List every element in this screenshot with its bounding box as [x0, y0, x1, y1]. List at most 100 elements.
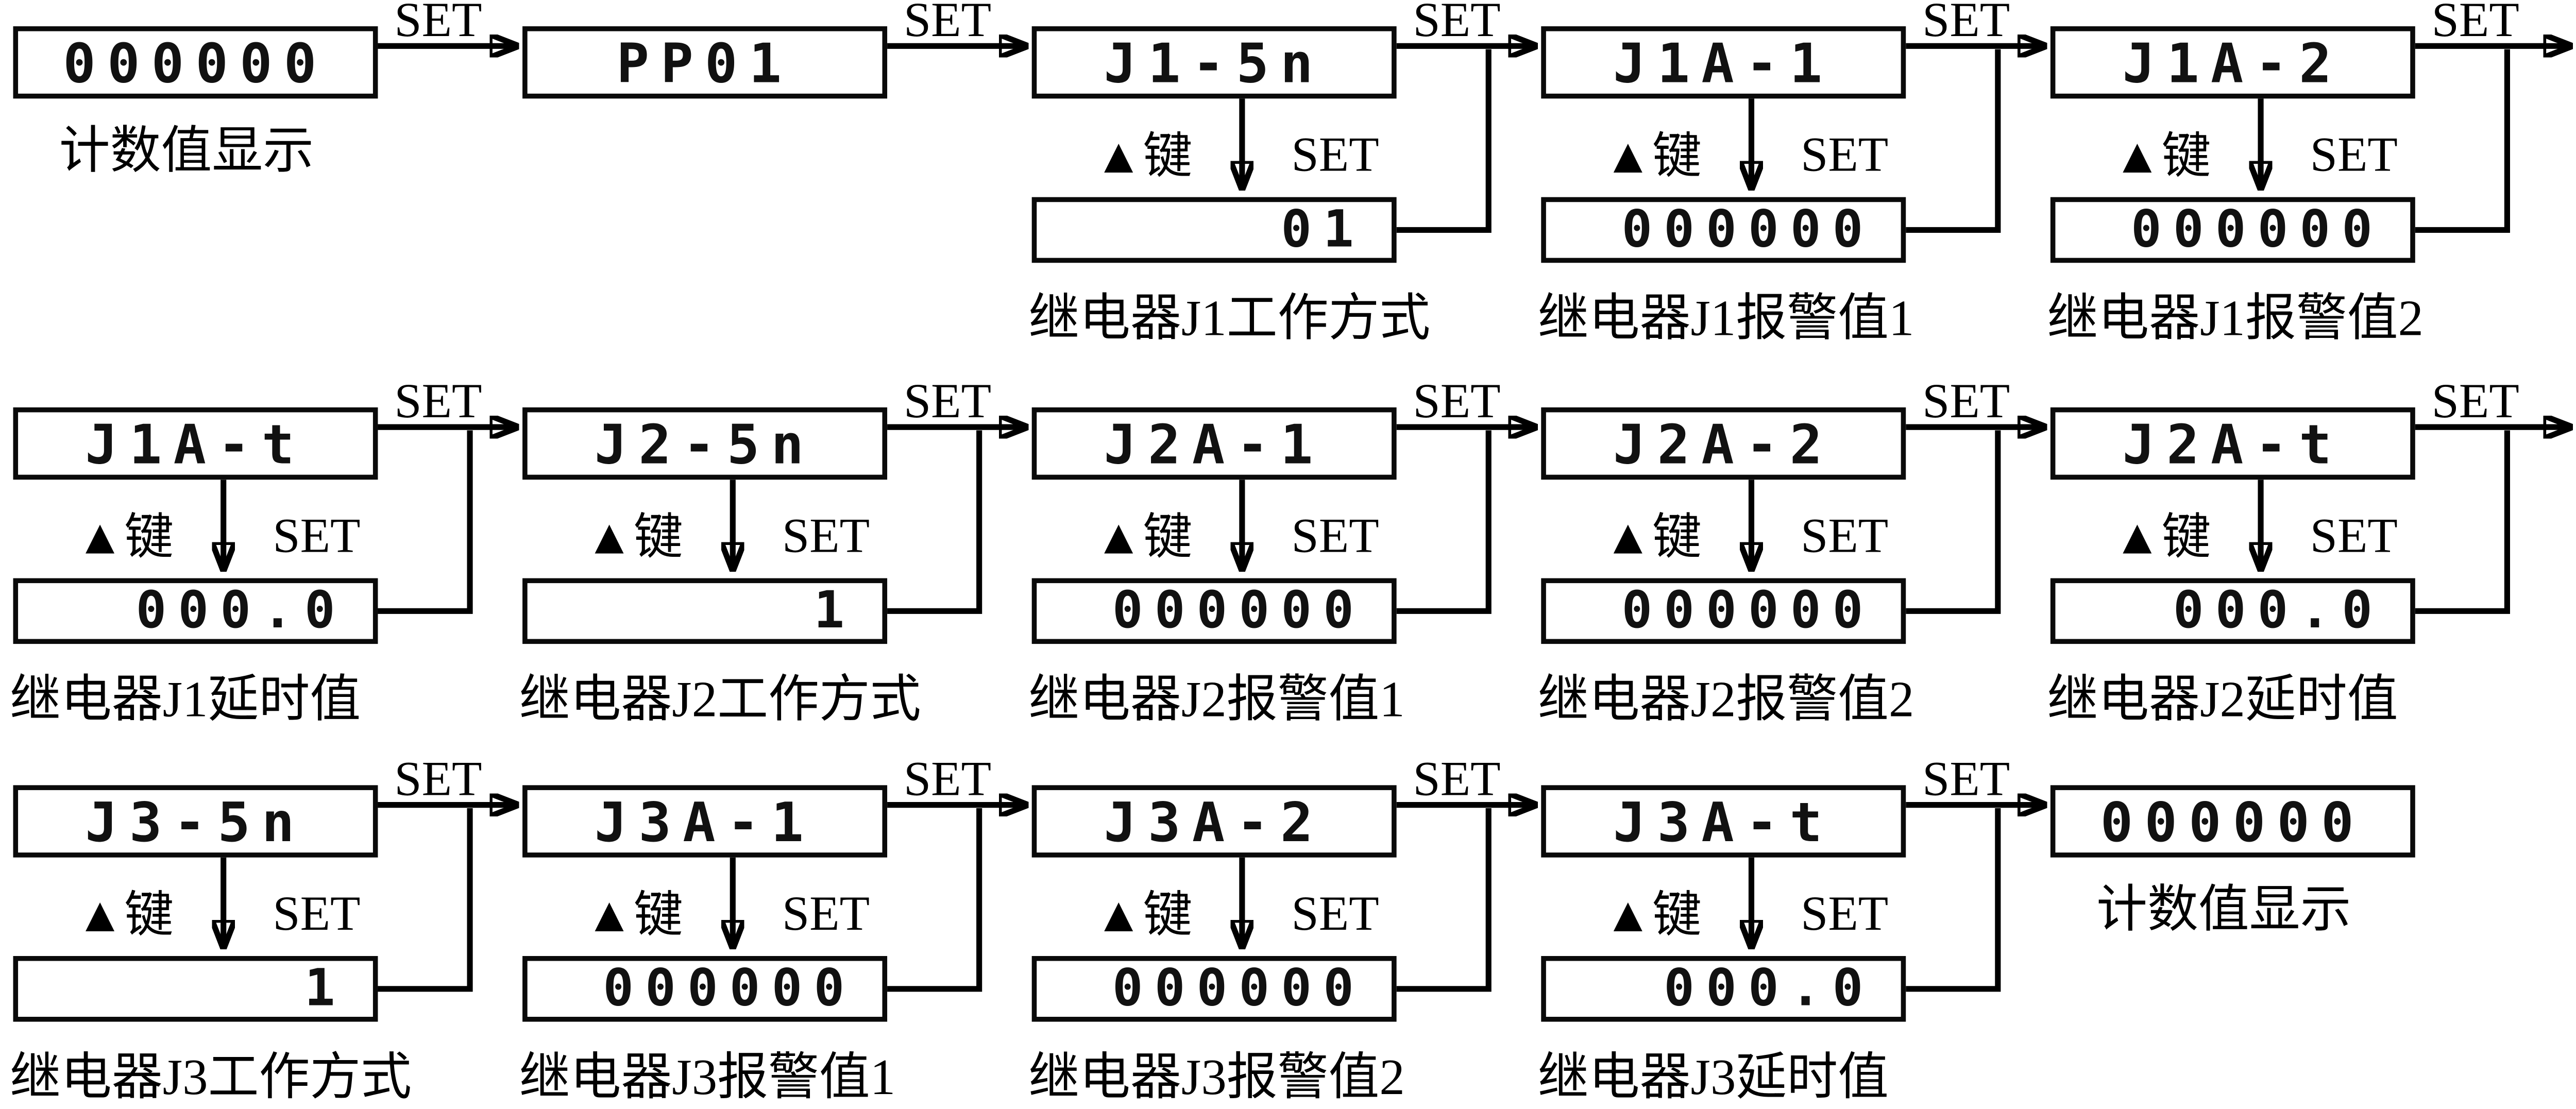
segment-display-box: J2A-1 — [1031, 407, 1397, 480]
caption-label: 继电器J2报警值2 — [1537, 670, 1914, 728]
segment-display-text: J3A-t — [1613, 789, 1834, 854]
value-display-box: 01 — [1031, 197, 1397, 263]
segment-display-text: J1A-2 — [2122, 30, 2344, 95]
value-display-box: 000000 — [1541, 197, 1906, 263]
segment-display-text: J3-5n — [85, 789, 306, 854]
up-key-label: ▲键 — [585, 510, 683, 566]
up-key-label: ▲键 — [2113, 510, 2211, 566]
set-label: SET — [782, 887, 870, 942]
caption-label: 继电器J2延时值 — [2047, 670, 2398, 728]
segment-display-text: 000000 — [2100, 789, 2365, 854]
up-key-label: ▲键 — [1094, 129, 1193, 184]
set-label: SET — [1291, 887, 1379, 942]
caption-label: 继电器J1工作方式 — [1028, 289, 1431, 347]
value-display-box: 000000 — [1541, 578, 1906, 644]
set-label: SET — [1922, 0, 2010, 48]
segment-display-text: J3A-2 — [1104, 789, 1325, 854]
set-label: SET — [1922, 374, 2010, 429]
set-label: SET — [273, 887, 361, 942]
value-display-text: 000.0 — [2173, 581, 2384, 640]
set-label: SET — [903, 752, 992, 807]
segment-display-text: 000000 — [63, 30, 328, 95]
set-label: SET — [1413, 0, 1501, 48]
value-display-text: 1 — [304, 958, 347, 1018]
value-display-box: 000.0 — [13, 578, 378, 644]
set-label: SET — [394, 0, 482, 48]
caption-label: 继电器J1报警值1 — [1537, 289, 1914, 347]
value-display-box: 000000 — [522, 956, 888, 1022]
caption-label: 继电器J2报警值1 — [1028, 670, 1405, 728]
up-key-label: ▲键 — [75, 510, 174, 566]
set-label: SET — [1291, 509, 1379, 564]
set-label: SET — [394, 752, 482, 807]
segment-display-text: PP01 — [616, 30, 793, 95]
set-label: SET — [1801, 509, 1889, 564]
caption-label: 继电器J3延时值 — [1537, 1048, 1889, 1106]
caption-label: 继电器J1报警值2 — [2047, 289, 2424, 347]
up-key-label: ▲键 — [75, 889, 174, 943]
set-label: SET — [2431, 0, 2519, 48]
segment-display-box: 000000 — [13, 26, 378, 99]
segment-display-text: J2A-2 — [1613, 411, 1834, 476]
up-key-label: ▲键 — [1603, 510, 1702, 566]
value-display-box: 1 — [13, 956, 378, 1022]
caption-label: 继电器J2工作方式 — [519, 670, 921, 728]
segment-display-text: J2A-1 — [1104, 411, 1325, 476]
value-display-text: 000000 — [2131, 199, 2384, 259]
segment-display-box: 000000 — [2050, 785, 2415, 858]
set-label: SET — [2310, 509, 2398, 564]
set-label: SET — [2431, 374, 2519, 429]
segment-display-box: J2A-2 — [1541, 407, 1906, 480]
segment-display-text: J1A-t — [85, 411, 306, 476]
value-display-box: 000.0 — [2050, 578, 2415, 644]
segment-display-box: J3A-2 — [1031, 785, 1397, 858]
caption-label: 计数值显示 — [59, 121, 314, 179]
up-key-label: ▲键 — [2113, 129, 2211, 184]
set-label: SET — [1801, 887, 1889, 942]
set-label: SET — [782, 509, 870, 564]
segment-display-box: J3A-t — [1541, 785, 1906, 858]
set-label: SET — [903, 374, 992, 429]
segment-display-box: J2A-t — [2050, 407, 2415, 480]
segment-display-text: J1A-1 — [1613, 30, 1834, 95]
set-label: SET — [903, 0, 992, 48]
value-display-text: 000000 — [1112, 958, 1366, 1018]
value-display-box: 000.0 — [1541, 956, 1906, 1022]
segment-display-text: J1-5n — [1104, 30, 1325, 95]
segment-display-box: J3-5n — [13, 785, 378, 858]
segment-display-box: J1-5n — [1031, 26, 1397, 99]
value-display-box: 000000 — [1031, 956, 1397, 1022]
set-label: SET — [1413, 752, 1501, 807]
segment-display-text: J3A-1 — [594, 789, 816, 854]
set-label: SET — [1291, 128, 1379, 182]
value-display-box: 000000 — [2050, 197, 2415, 263]
value-display-text: 000000 — [1112, 581, 1366, 640]
up-key-label: ▲键 — [1603, 129, 1702, 184]
set-label: SET — [1922, 752, 2010, 807]
segment-display-box: J1A-t — [13, 407, 378, 480]
segment-display-box: J2-5n — [522, 407, 888, 480]
caption-label: 继电器J3报警值1 — [519, 1048, 896, 1106]
segment-display-text: J2A-t — [2122, 411, 2344, 476]
set-label: SET — [273, 509, 361, 564]
caption-label: 继电器J1延时值 — [10, 670, 361, 728]
caption-label: 计数值显示 — [2096, 880, 2351, 938]
value-display-text: 000000 — [1621, 581, 1875, 640]
up-key-label: ▲键 — [1094, 510, 1193, 566]
value-display-text: 01 — [1281, 199, 1366, 259]
set-label: SET — [1801, 128, 1889, 182]
segment-display-text: J2-5n — [594, 411, 816, 476]
value-display-box: 000000 — [1031, 578, 1397, 644]
segment-display-box: J1A-1 — [1541, 26, 1906, 99]
segment-display-box: J3A-1 — [522, 785, 888, 858]
value-display-text: 1 — [814, 581, 856, 640]
segment-display-box: PP01 — [522, 26, 888, 99]
caption-label: 继电器J3工作方式 — [10, 1048, 412, 1106]
value-display-text: 000.0 — [1664, 958, 1875, 1018]
value-display-text: 000000 — [1621, 199, 1875, 259]
caption-label: 继电器J3报警值2 — [1028, 1048, 1405, 1106]
set-label: SET — [1413, 374, 1501, 429]
set-label: SET — [394, 374, 482, 429]
segment-display-box: J1A-2 — [2050, 26, 2415, 99]
